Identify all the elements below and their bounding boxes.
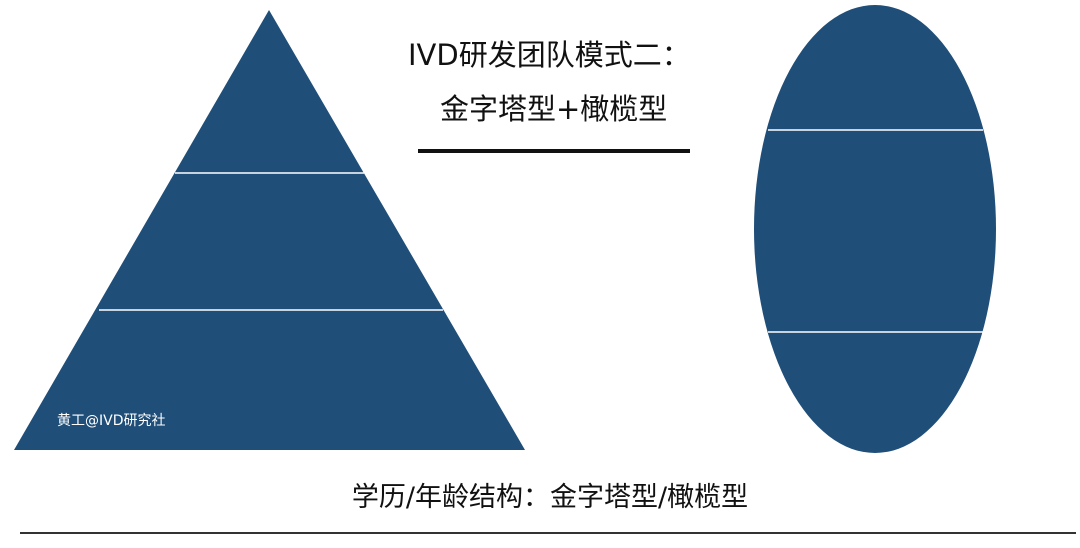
watermark-label: 黄工@IVD研究社: [57, 413, 166, 429]
title-underline: [418, 149, 690, 153]
title-line-2: 金字塔型+橄榄型: [440, 92, 668, 126]
pyramid-shape: [14, 10, 525, 450]
caption: 学历/年龄结构：金字塔型/橄榄型: [351, 482, 749, 513]
title-line-1: IVD研发团队模式二：: [408, 38, 691, 72]
bottom-divider: [20, 532, 1076, 534]
olive-shape: [754, 5, 996, 453]
